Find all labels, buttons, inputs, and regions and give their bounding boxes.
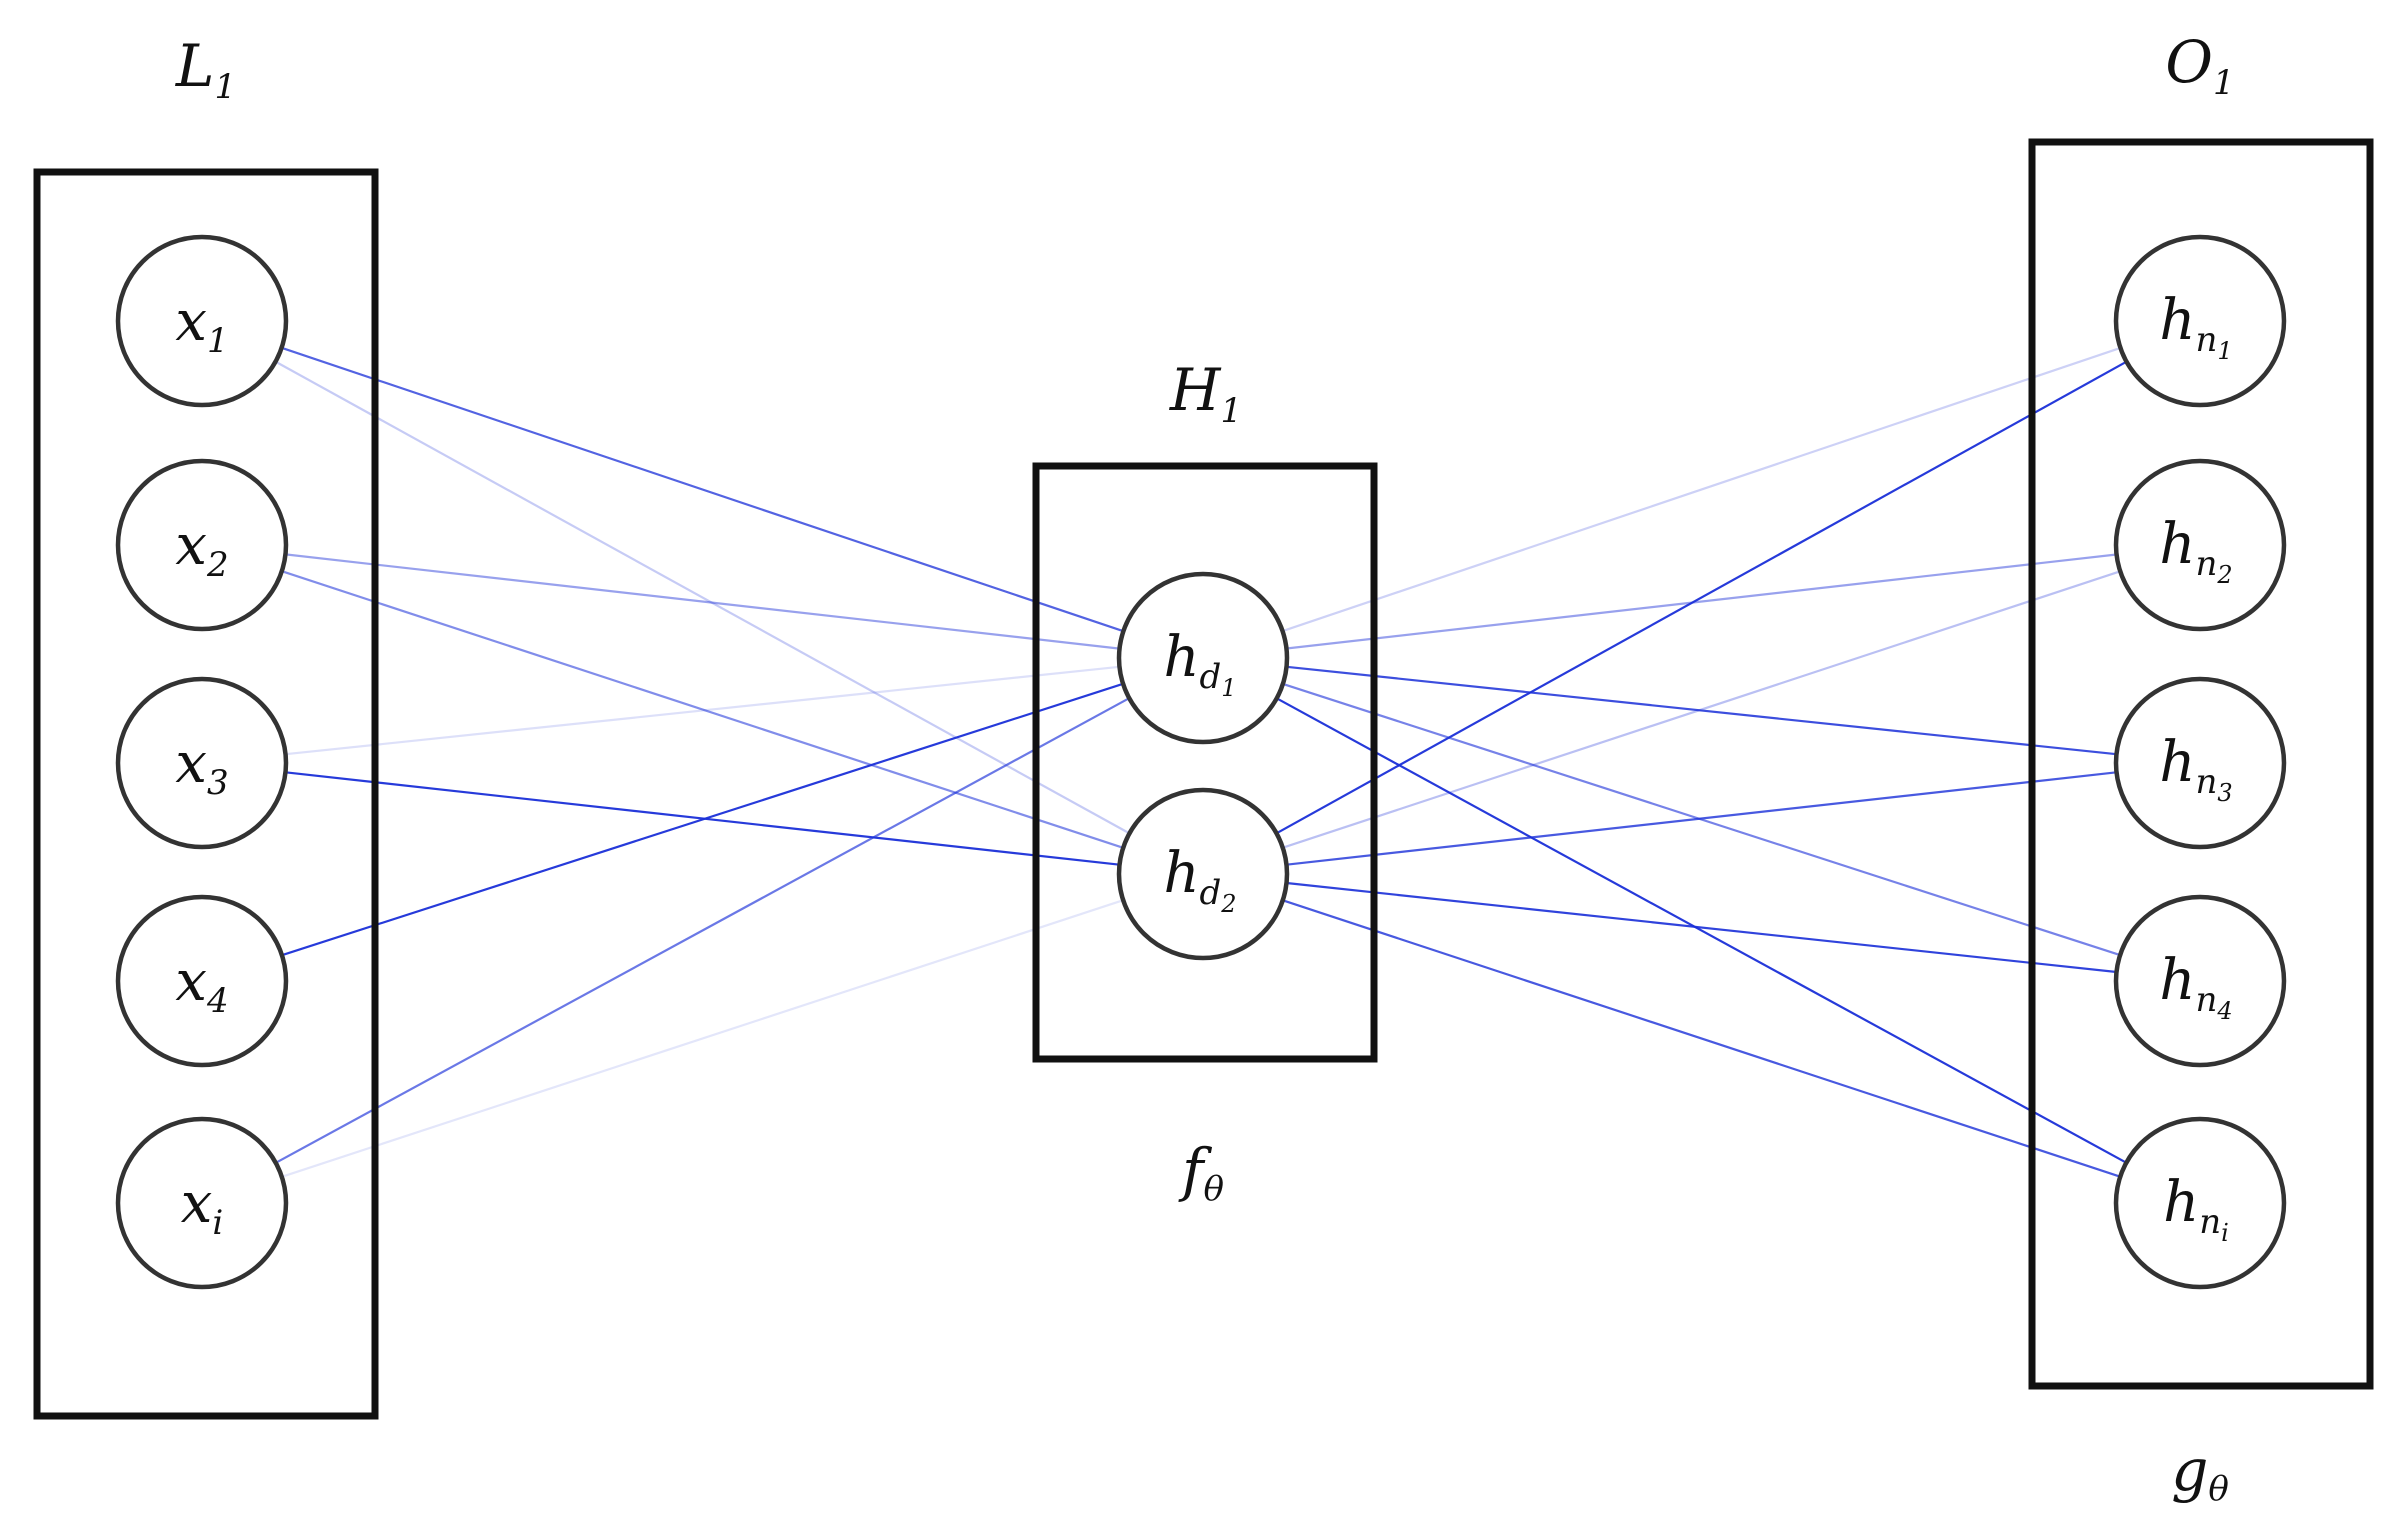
- svg-text:hd1: hd1: [1163, 625, 1236, 702]
- edge-hidden1-output2: [1286, 771, 2117, 866]
- output-node-hn4: hn4: [2113, 894, 2287, 1068]
- input-layer-frame: [33, 168, 379, 1420]
- input-node-x4: x4: [115, 894, 289, 1068]
- input-node-xi: xi: [115, 1116, 289, 1290]
- edge-input0-hidden1: [274, 360, 1131, 835]
- svg-text:xi: xi: [181, 1171, 223, 1243]
- connection-edges: [274, 346, 2128, 1178]
- svg-text:hn4: hn4: [2159, 948, 2232, 1025]
- input-node-x1: x1: [115, 234, 289, 408]
- input-node-x3: x3: [115, 676, 289, 850]
- edge-input4-hidden1: [281, 899, 1124, 1178]
- hidden-layer-frame: [1032, 462, 1378, 1063]
- decoder-function-label: gθ: [2171, 1436, 2229, 1509]
- output-node-hni: hni: [2113, 1116, 2287, 1290]
- svg-text:x1: x1: [175, 289, 228, 361]
- hidden-nodes: hd1 hd2: [1116, 571, 1290, 961]
- encoder-function-label: fθ: [1178, 1136, 1224, 1209]
- edge-hidden1-output0: [1275, 360, 2128, 835]
- edge-hidden0-output1: [1286, 553, 2117, 650]
- edge-input1-hidden1: [281, 570, 1124, 849]
- edge-input4-hidden0: [275, 697, 1130, 1164]
- hidden-node-hd1: hd1: [1116, 571, 1290, 745]
- svg-text:x3: x3: [175, 731, 228, 803]
- svg-text:x2: x2: [175, 513, 228, 585]
- svg-text:hn2: hn2: [2159, 512, 2232, 589]
- edge-input2-hidden0: [285, 665, 1120, 756]
- output-node-hn1: hn1: [2113, 234, 2287, 408]
- input-node-x2: x2: [115, 458, 289, 632]
- input-nodes: x1 x2 x3 x4 xi: [115, 234, 289, 1290]
- hidden-node-hd2: hd2: [1116, 787, 1290, 961]
- hidden-layer-title: H1: [1169, 356, 1242, 431]
- output-node-hn2: hn2: [2113, 458, 2287, 632]
- edge-hidden1-output1: [1282, 570, 2121, 849]
- edge-hidden0-output4: [1276, 697, 2127, 1164]
- edge-hidden1-output4: [1282, 899, 2121, 1178]
- edge-input3-hidden0: [281, 682, 1124, 957]
- edge-hidden0-output0: [1282, 346, 2121, 633]
- svg-text:hni: hni: [2163, 1170, 2229, 1247]
- output-nodes: hn1 hn2 hn3 hn4 hni: [2113, 234, 2287, 1290]
- edge-input0-hidden0: [281, 346, 1124, 633]
- svg-text:hn1: hn1: [2159, 288, 2232, 365]
- input-layer-title: L1: [175, 32, 236, 107]
- edge-hidden0-output2: [1286, 665, 2117, 756]
- svg-text:hn3: hn3: [2159, 730, 2232, 807]
- edge-hidden1-output3: [1286, 881, 2117, 974]
- edge-input1-hidden0: [285, 553, 1120, 650]
- svg-text:x4: x4: [175, 949, 228, 1021]
- output-layer-frame: [2028, 138, 2374, 1390]
- svg-text:hd2: hd2: [1163, 841, 1236, 918]
- output-node-hn3: hn3: [2113, 676, 2287, 850]
- output-layer-title: O1: [2165, 28, 2234, 103]
